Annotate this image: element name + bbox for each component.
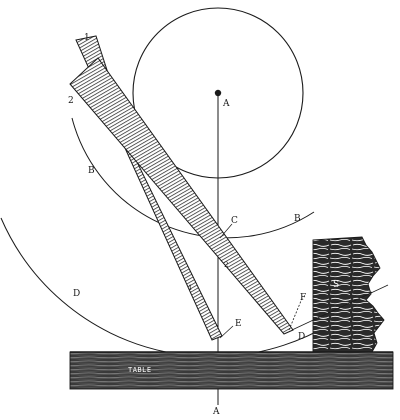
label-a-top: A xyxy=(222,99,230,109)
label-d-right: D xyxy=(298,332,305,342)
table-board xyxy=(69,351,394,390)
label-table: TABLE xyxy=(128,366,152,374)
blade-2 xyxy=(69,57,294,335)
tangent-line xyxy=(291,284,389,331)
label-1: 1 xyxy=(84,33,90,43)
label-2: 2 xyxy=(68,96,74,106)
label-c: C xyxy=(231,216,238,226)
label-d-left: D xyxy=(73,289,80,299)
dashed-line-f xyxy=(288,295,304,331)
label-b-right: B xyxy=(294,214,301,224)
work-stock-s xyxy=(312,236,385,353)
label-s: S xyxy=(333,280,339,290)
label-f: F xyxy=(300,293,306,303)
label-blade-mark-2: 2 xyxy=(224,261,228,269)
c-pointer xyxy=(219,223,233,239)
label-a-bottom: A xyxy=(212,407,220,417)
label-e: E xyxy=(235,319,242,329)
e-pointer xyxy=(219,325,234,339)
center-point-a xyxy=(214,89,222,97)
label-blade-mark-1: 1 xyxy=(188,284,192,292)
label-b-left: B xyxy=(88,166,95,176)
